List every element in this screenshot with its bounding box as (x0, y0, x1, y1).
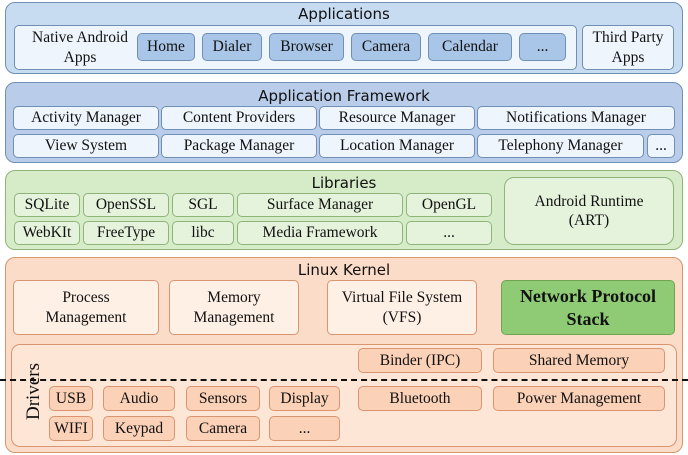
app-camera: Camera (351, 33, 421, 61)
android-runtime-label: Android Runtime (ART) (534, 192, 644, 229)
driver-sensors: Sensors (186, 386, 260, 411)
kernel-dashed-divider (0, 379, 688, 381)
app-calendar: Calendar (428, 33, 512, 61)
content-providers: Content Providers (161, 106, 317, 130)
libraries-title: Libraries (311, 174, 377, 192)
driver-usb: USB (49, 386, 93, 411)
network-protocol-stack-label: Network Protocol Stack (519, 286, 657, 329)
driver-wifi: WIFI (49, 416, 93, 441)
lib-sgl: SGL (172, 193, 234, 217)
libraries-layer: Libraries SQLite OpenSSL SGL Surface Man… (5, 170, 683, 250)
lib-more: ... (406, 221, 492, 245)
lib-sqlite: SQLite (14, 193, 80, 217)
driver-display: Display (269, 386, 340, 411)
applications-layer: Applications Native Android Apps Home Di… (5, 2, 683, 74)
lib-surface-manager: Surface Manager (237, 193, 403, 217)
app-browser: Browser (269, 33, 344, 61)
resource-manager: Resource Manager (319, 106, 475, 130)
package-manager: Package Manager (161, 134, 317, 158)
driver-more: ... (269, 416, 340, 441)
process-management: Process Management (13, 280, 159, 335)
virtual-file-system: Virtual File System (VFS) (327, 280, 477, 335)
notifications-manager: Notifications Manager (477, 106, 675, 130)
lib-libc: libc (172, 221, 234, 245)
driver-keypad: Keypad (103, 416, 175, 441)
view-system: View System (13, 134, 159, 158)
location-manager: Location Manager (319, 134, 475, 158)
third-party-apps-box: Third Party Apps (582, 25, 674, 70)
app-home: Home (137, 33, 195, 61)
application-framework-layer: Application Framework Activity Manager C… (5, 82, 683, 163)
activity-manager: Activity Manager (13, 106, 159, 130)
memory-management-label: Memory Management (193, 289, 275, 326)
process-management-label: Process Management (45, 289, 127, 326)
native-android-apps-label: Native Android Apps (32, 29, 128, 66)
app-dialer: Dialer (202, 33, 262, 61)
power-management: Power Management (493, 386, 665, 411)
drivers-label: Drivers (23, 363, 44, 420)
lib-media-framework: Media Framework (237, 221, 403, 245)
network-protocol-stack: Network Protocol Stack (501, 280, 675, 335)
driver-camera: Camera (186, 416, 260, 441)
applications-title: Applications (298, 5, 390, 23)
framework-more: ... (647, 134, 675, 158)
app-more: ... (519, 33, 566, 61)
kernel-title: Linux Kernel (297, 261, 391, 279)
linux-kernel-layer: Linux Kernel Process Management Memory M… (5, 257, 683, 453)
lib-openssl: OpenSSL (83, 193, 169, 217)
android-runtime-box: Android Runtime (ART) (504, 177, 674, 245)
virtual-file-system-label: Virtual File System (VFS) (341, 289, 463, 326)
lib-freetype: FreeType (83, 221, 169, 245)
telephony-manager: Telephony Manager (477, 134, 644, 158)
driver-audio: Audio (103, 386, 175, 411)
framework-title: Application Framework (258, 87, 430, 105)
binder-ipc: Binder (IPC) (358, 348, 482, 373)
shared-memory: Shared Memory (493, 348, 665, 373)
bluetooth: Bluetooth (358, 386, 482, 411)
lib-webkit: WebKIt (14, 221, 80, 245)
lib-opengl: OpenGL (406, 193, 492, 217)
memory-management: Memory Management (169, 280, 299, 335)
